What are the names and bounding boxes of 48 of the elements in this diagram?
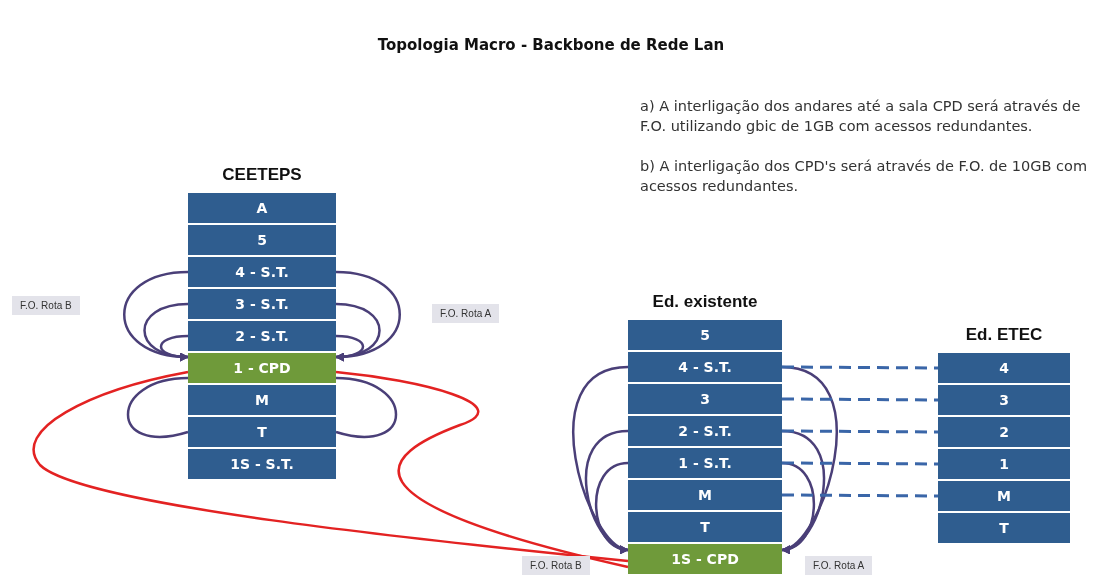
floor-block: 4 - S.T. (188, 257, 336, 287)
route-tag: F.O. Rota B (12, 296, 80, 315)
building-title: Ed. ETEC (964, 325, 1044, 345)
fiber-connector (160, 334, 189, 362)
fiber-connector (335, 270, 401, 361)
floor-block: T (188, 417, 336, 447)
building-title: CEETEPS (221, 165, 303, 185)
floor-block: 1 - S.T. (628, 448, 782, 478)
floor-block: 4 - S.T. (628, 352, 782, 382)
note-text: b) A interligação dos CPD's será através de F.O. de 10GB com acessos redundantes. (640, 157, 1089, 196)
fiber-connector (335, 334, 364, 362)
fiber-connector (335, 370, 629, 569)
floor-block: T (938, 513, 1070, 543)
diagram-title: Topologia Macro - Backbone de Rede Lan (377, 36, 725, 54)
fiber-connector (781, 461, 816, 553)
fiber-connector (123, 270, 189, 361)
route-tag: F.O. Rota A (805, 556, 873, 575)
fiber-connector (335, 376, 398, 438)
dashed-connector (782, 493, 938, 498)
floor-block: 5 (628, 320, 782, 350)
floor-block: 4 (938, 353, 1070, 383)
floor-block: 3 (938, 385, 1070, 415)
floor-block: 1S - CPD (628, 544, 782, 574)
fiber-connector (33, 370, 629, 563)
floor-block: M (938, 481, 1070, 511)
dashed-connector (782, 365, 938, 370)
floor-block: 3 - S.T. (188, 289, 336, 319)
floor-block: M (188, 385, 336, 415)
floor-block: 2 (938, 417, 1070, 447)
dashed-connector (782, 397, 938, 402)
route-tag: F.O. Rota A (432, 304, 500, 323)
floor-block: 1 - CPD (188, 353, 336, 383)
route-tag: F.O. Rota B (522, 556, 590, 575)
floor-block: 2 - S.T. (188, 321, 336, 351)
dashed-connector (782, 429, 938, 434)
floor-block: M (628, 480, 782, 510)
floor-block: 3 (628, 384, 782, 414)
note-text: a) A interligação dos andares até a sala CPD será através de F.O. utilizando gbic de 1GB com acessos redundantes. (640, 97, 1082, 136)
floor-block: T (628, 512, 782, 542)
floor-block: 1 (938, 449, 1070, 479)
floor-block: 2 - S.T. (628, 416, 782, 446)
building-title: Ed. existente (651, 292, 759, 312)
floor-block: 1S - S.T. (188, 449, 336, 479)
floor-block: A (188, 193, 336, 223)
dashed-connector (782, 461, 938, 466)
floor-block: 5 (188, 225, 336, 255)
fiber-connector (126, 376, 189, 438)
fiber-connector (594, 461, 629, 553)
